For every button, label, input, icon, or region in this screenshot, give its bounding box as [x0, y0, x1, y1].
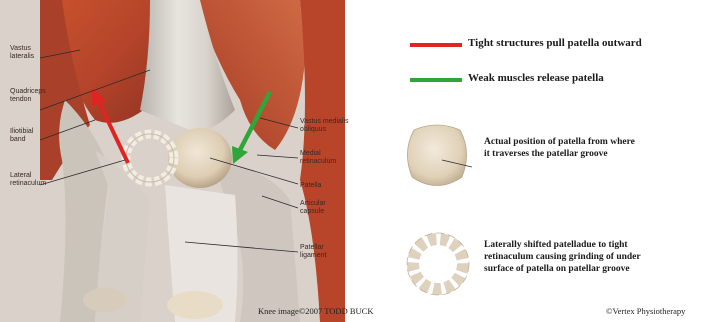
label-quadriceps-tendon: Quadriceps tendon: [10, 88, 46, 104]
label-vastus-lateralis: Vastus lateralis: [10, 45, 34, 61]
legend-red-label: Tight structures pull patella outward: [468, 37, 642, 49]
label-lateral-retinaculum: Lateral retinaculum: [10, 172, 46, 188]
actual-position-description: Actual position of patella from where it…: [484, 136, 635, 160]
label-articular-capsule: Articular capsule: [300, 200, 326, 216]
legend-green-line: [410, 77, 462, 83]
image-credit: Knee image©2007 TODD BUCK: [258, 306, 373, 316]
label-iliotibial-band: Iliotibial band: [10, 128, 33, 144]
actual-patella-icon: [402, 122, 472, 190]
label-patella: Patella: [300, 182, 321, 190]
copyright-credit: ©Vertex Physiotherapy: [606, 306, 685, 316]
tibia-head-shape: [167, 291, 223, 319]
label-patellar-ligament: Patellar ligament: [300, 244, 326, 260]
shifted-patella-icon: [402, 228, 474, 300]
legend-green-label: Weak muscles release patella: [468, 72, 604, 84]
label-medial-retinaculum: Medial retinaculum: [300, 150, 336, 166]
legend-red-line: [410, 42, 462, 48]
shifted-position-description: Laterally shifted patelladue to tight re…: [484, 239, 641, 275]
label-vastus-medialis-obliquus: Vastus medialis obliquus: [300, 118, 349, 134]
